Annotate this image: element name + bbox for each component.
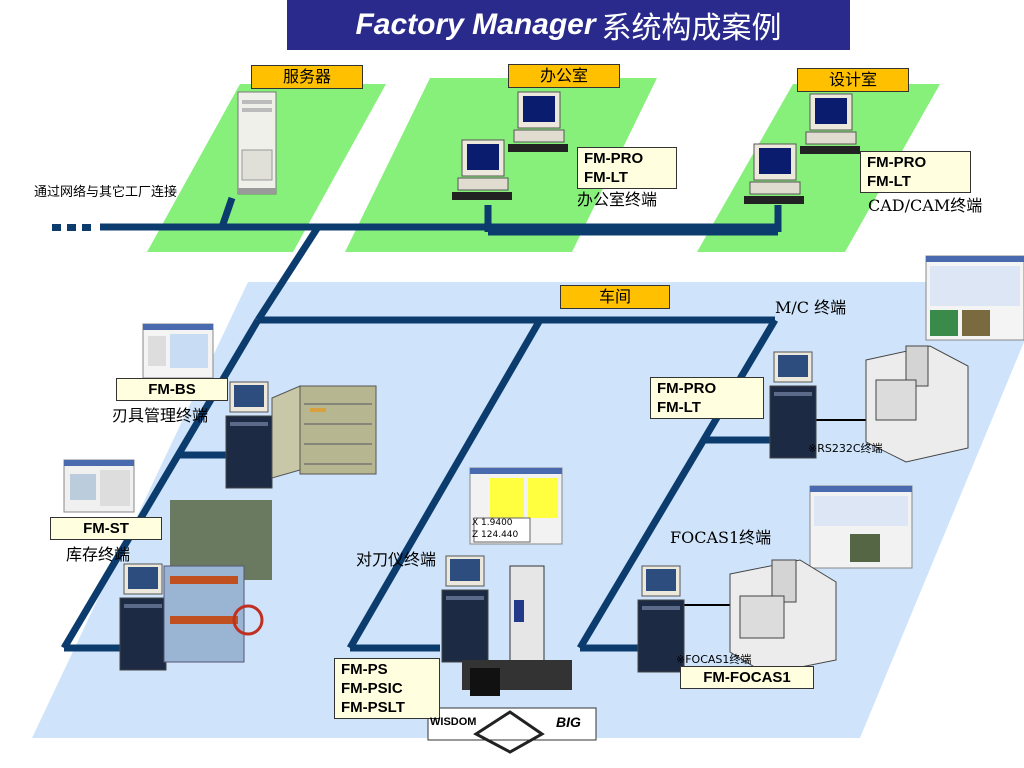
presetter-pc-icon <box>441 555 489 663</box>
wisdom-logo: WISDOM <box>430 716 477 728</box>
workshop-zone-label: 车间 <box>560 285 670 309</box>
page-title: Factory Manager 系统构成案例 <box>287 0 850 50</box>
mc-product-2: FM-LT <box>657 399 701 416</box>
partner-logos <box>427 707 597 754</box>
network-note: 通过网络与其它工厂连接 <box>34 185 178 200</box>
design-terminal-label: CAD/CAM终端 <box>868 196 983 215</box>
presetter-product-3: FM-PSLT <box>341 699 405 716</box>
tool-mgmt-product: FM-BS <box>116 378 228 401</box>
presetter-product-2: FM-PSIC <box>341 680 403 697</box>
server-zone-label: 服务器 <box>251 65 363 89</box>
presetter-products: FM-PS FM-PSIC FM-PSLT <box>334 658 440 719</box>
tool-cabinet-icon <box>271 385 377 479</box>
stock-product: FM-ST <box>50 517 162 540</box>
stock-pc-icon <box>119 563 167 671</box>
design-zone <box>697 84 940 252</box>
focas-screen-thumbnail <box>809 485 913 569</box>
design-zone-label: 设计室 <box>797 68 909 92</box>
presetter-readout-x: X 1.9400 <box>472 518 513 528</box>
stock-terminal-label: 库存终端 <box>66 545 131 564</box>
readout-axis: Z <box>472 530 479 540</box>
network-lines <box>60 196 782 652</box>
focas-product: FM-FOCAS1 <box>680 666 814 689</box>
presetter-product-1: FM-PS <box>341 661 388 678</box>
design-product-2: FM-LT <box>867 173 911 190</box>
storage-rack-icon <box>163 500 272 663</box>
focas-note: ※FOCAS1终端 <box>676 653 752 666</box>
presetter-screen-thumbnail <box>469 467 563 545</box>
office-zone-label: 办公室 <box>508 64 620 88</box>
office-terminal-label: 办公室终端 <box>577 190 658 209</box>
tool-mgmt-terminal-label: 刃具管理终端 <box>112 406 209 425</box>
office-products: FM-PRO FM-LT <box>577 147 677 189</box>
presetter-terminal-label: 对刀仪终端 <box>356 550 437 569</box>
rs232c-note: ※RS232C终端 <box>808 442 883 455</box>
mc-product-1: FM-PRO <box>657 380 717 397</box>
office-product-1: FM-PRO <box>584 150 644 167</box>
big-logo: BIG <box>556 714 581 730</box>
office-product-2: FM-LT <box>584 169 628 186</box>
mc-terminal-label: M/C 终端 <box>775 298 847 317</box>
focas-machine-icon <box>729 559 837 675</box>
server-icon <box>237 91 277 195</box>
tool-mgmt-screen-thumbnail <box>142 323 214 379</box>
mc-screen-thumbnail <box>925 255 1024 341</box>
machining-center-icon <box>865 345 969 463</box>
tool-mgmt-pc-icon <box>225 381 273 489</box>
presetter-readout-z: Z 124.440 <box>472 530 518 540</box>
readout-value: 124.440 <box>481 530 519 540</box>
focas-terminal-label: FOCAS1终端 <box>670 528 772 547</box>
title-en: Factory Manager <box>355 8 596 41</box>
tool-presetter-icon <box>462 565 572 696</box>
stock-screen-thumbnail <box>63 459 135 513</box>
design-product-1: FM-PRO <box>867 154 927 171</box>
readout-axis: X <box>472 518 479 528</box>
network-continuation <box>52 224 91 231</box>
readout-value: 1.9400 <box>481 518 513 528</box>
mc-products: FM-PRO FM-LT <box>650 377 764 419</box>
design-products: FM-PRO FM-LT <box>860 151 971 193</box>
title-zh: 系统构成案例 <box>601 11 782 46</box>
